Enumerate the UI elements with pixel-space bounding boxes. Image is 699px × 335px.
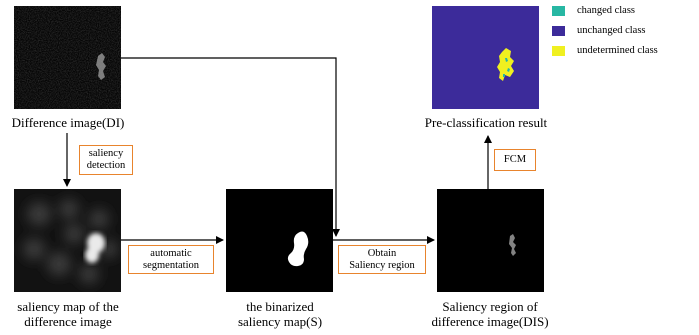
difference-image-caption: Difference image(DI) [11, 115, 125, 130]
saliency-region-image [437, 189, 544, 292]
obtain-saliency-region-box: Obtain Saliency region [338, 245, 426, 274]
arrow-di-to-region [121, 57, 340, 237]
saliency-map-caption: saliency map of the difference image [17, 299, 119, 329]
saliency-detection-box: saliency detection [79, 145, 133, 175]
saliency-map-image [14, 189, 121, 292]
automatic-segmentation-box: automatic segmentation [128, 245, 214, 274]
binarized-saliency-map-image [226, 189, 333, 292]
legend-swatch-changed [552, 6, 565, 16]
legend-swatch-unchanged [552, 26, 565, 36]
binarized-map-caption: the binarized saliency map(S) [237, 299, 323, 329]
difference-image [14, 6, 121, 109]
legend-swatch-undetermined [552, 46, 565, 56]
pre-classification-caption: Pre-classification result [424, 115, 548, 130]
fcm-box: FCM [494, 149, 536, 171]
saliency-region-caption: Saliency region of difference image(DIS) [431, 299, 549, 329]
pre-classification-image [432, 6, 539, 109]
